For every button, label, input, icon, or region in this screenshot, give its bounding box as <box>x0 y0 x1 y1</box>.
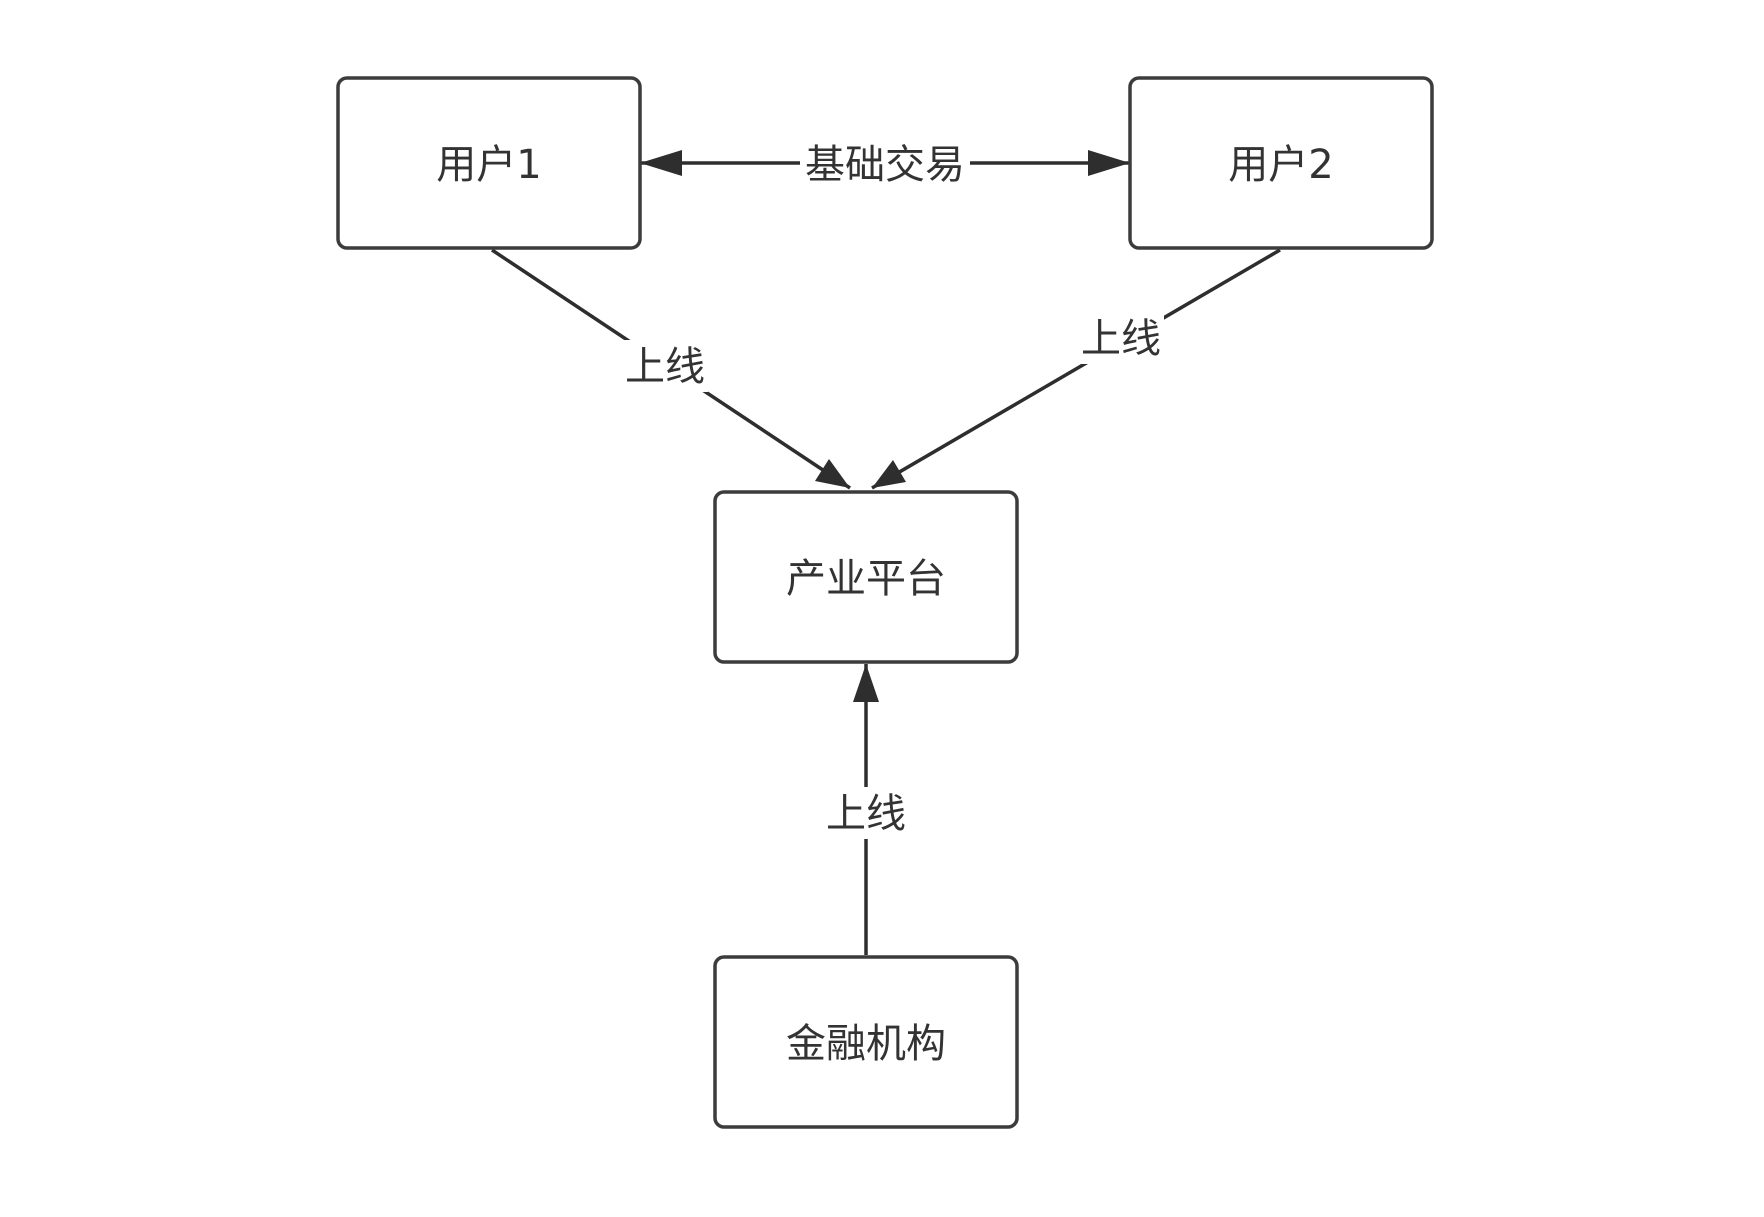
node-user1: 用户1 <box>336 76 642 250</box>
node-finance: 金融机构 <box>713 955 1019 1129</box>
edge-label-trade: 基础交易 <box>805 142 965 188</box>
node-user2: 用户2 <box>1128 76 1434 250</box>
edge-user1-platform: 上线 <box>491 248 851 490</box>
node-label-user1: 用户1 <box>436 142 541 188</box>
arrowhead-finance <box>853 664 879 702</box>
node-platform: 产业平台 <box>713 490 1019 664</box>
node-label-platform: 产业平台 <box>786 556 946 602</box>
arrowhead-user1 <box>815 459 850 488</box>
node-label-finance: 金融机构 <box>786 1021 946 1067</box>
edge-trade: 基础交易 <box>640 138 1130 188</box>
edge-label-online-user1: 上线 <box>625 344 705 390</box>
node-label-user2: 用户2 <box>1228 142 1333 188</box>
edge-label-online-finance: 上线 <box>826 791 906 837</box>
arrowhead-right <box>1088 150 1130 176</box>
edge-finance-platform: 上线 <box>823 664 909 955</box>
edge-user2-platform: 上线 <box>871 248 1281 490</box>
arrowhead-left <box>640 150 682 176</box>
edge-label-online-user2: 上线 <box>1081 316 1161 362</box>
arrowhead-user2 <box>872 460 906 488</box>
